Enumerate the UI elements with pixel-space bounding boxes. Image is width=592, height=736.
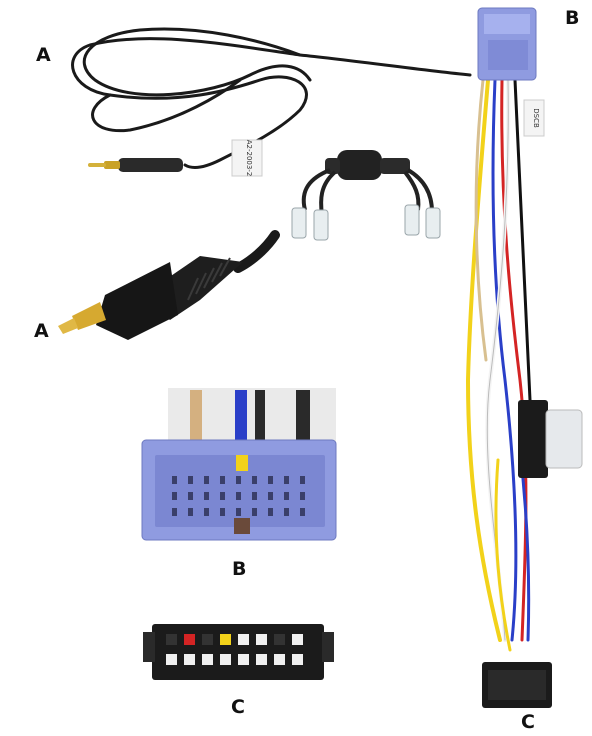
pin-slot (256, 634, 267, 645)
label-a-top: A (36, 44, 51, 66)
black-connector-bottom (482, 662, 552, 708)
pin-hole (236, 492, 241, 500)
pin-hole (300, 508, 305, 516)
pin-hole (220, 492, 225, 500)
pin-slot (256, 654, 267, 665)
pin-slot (166, 634, 177, 645)
wire-harness (465, 78, 532, 652)
pin-hole (204, 508, 209, 516)
pin-hole (300, 476, 305, 484)
pin-hole (236, 476, 241, 484)
pin-hole (172, 476, 177, 484)
pin-hole (172, 492, 177, 500)
small-audio-jack (88, 158, 183, 172)
pin-slot (292, 634, 303, 645)
blue-connector-pins (172, 476, 305, 516)
pin-hole (204, 476, 209, 484)
pin-hole (188, 492, 193, 500)
detail-black-connector (143, 624, 334, 680)
pin-hole (188, 476, 193, 484)
blue-connector-top (477, 7, 537, 81)
pin-hole (268, 508, 273, 516)
pin-hole (172, 508, 177, 516)
large-audio-jack (58, 230, 280, 340)
pin-hole (268, 476, 273, 484)
black-connector-pins (166, 634, 303, 665)
pin-slot (220, 634, 231, 645)
pin-slot (292, 654, 303, 665)
harness-tag (523, 99, 545, 137)
cable-tag (231, 139, 263, 177)
label-a-bottom: A (34, 320, 49, 342)
pin-hole (252, 508, 257, 516)
harness-tag-text: DSCB (532, 108, 540, 128)
aux-cable-coil (71, 27, 472, 169)
label-c-detail: C (231, 696, 245, 718)
pin-hole (220, 476, 225, 484)
pin-slot (202, 654, 213, 665)
pin-hole (204, 492, 209, 500)
pin-slot (274, 634, 285, 645)
label-b-detail: B (232, 558, 247, 580)
pin-hole (284, 476, 289, 484)
pin-hole (284, 492, 289, 500)
pin-hole (252, 476, 257, 484)
pin-hole (300, 492, 305, 500)
pin-hole (236, 508, 241, 516)
pin-slot (238, 634, 249, 645)
pin-hole (188, 508, 193, 516)
pin-slot (274, 654, 285, 665)
pin-slot (184, 634, 195, 645)
pin-hole (220, 508, 225, 516)
pin-slot (184, 654, 195, 665)
harness-clip (518, 400, 583, 478)
wire-splice (291, 150, 441, 241)
pin-slot (238, 654, 249, 665)
pin-slot (220, 654, 231, 665)
pin-hole (284, 508, 289, 516)
cable-tag-text: A2-2003-2 (245, 140, 253, 177)
label-b-top: B (565, 7, 580, 29)
label-c-bottom: C (521, 711, 535, 733)
pin-slot (202, 634, 213, 645)
pin-hole (252, 492, 257, 500)
pin-hole (268, 492, 273, 500)
pin-slot (166, 654, 177, 665)
detail-blue-connector (141, 388, 337, 541)
